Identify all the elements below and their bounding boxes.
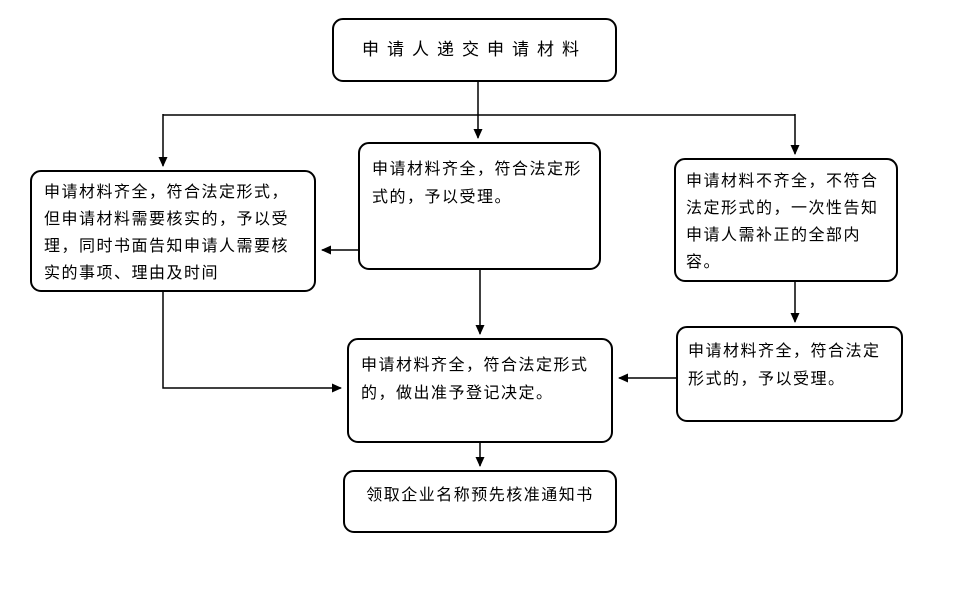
flow-node-submit-application: 申请人递交申请材料 <box>332 18 617 82</box>
flow-node-receive-notice: 领取企业名称预先核准通知书 <box>343 470 617 533</box>
flow-node-incomplete-materials: 申请材料不齐全，不符合 法定形式的，一次性告知 申请人需补正的全部内 容。 <box>674 158 898 282</box>
edge-verify-to-approve <box>162 292 342 393</box>
flow-node-accepted-right: 申请材料齐全，符合法定 形式的，予以受理。 <box>676 326 903 422</box>
flow-node-needs-verification: 申请材料齐全，符合法定形式， 但申请材料需要核实的，予以受 理，同时书面告知申请… <box>30 170 316 292</box>
flow-node-accepted-center: 申请材料齐全，符合法定形 式的，予以受理。 <box>358 142 601 270</box>
flow-node-approve-registration: 申请材料齐全，符合法定形式 的，做出准予登记决定。 <box>347 338 613 443</box>
